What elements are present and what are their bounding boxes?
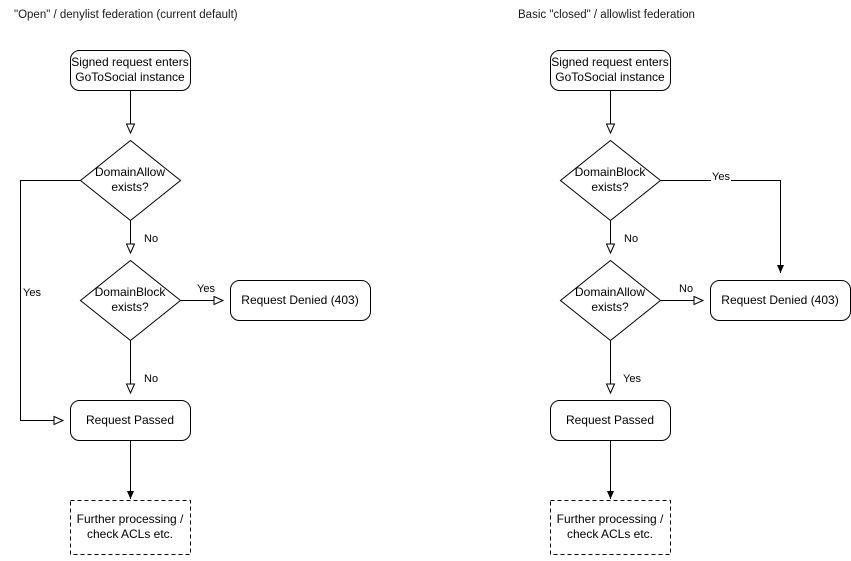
edge-label-block-no-right: No	[623, 233, 640, 246]
edge-block-yes-to-denied-right	[660, 180, 784, 273]
node-passed-left	[70, 400, 191, 441]
edge-label-allow-yes-right: Yes	[622, 373, 642, 386]
panel-title-open-denylist: "Open" / denylist federation (current de…	[14, 9, 238, 21]
edge-label-block-no-left: No	[143, 373, 160, 386]
node-denied-right	[710, 280, 851, 321]
edge-label-allow-no-left: No	[143, 233, 160, 246]
panel-title-closed-allowlist: Basic "closed" / allowlist federation	[518, 9, 695, 21]
node-further-left	[70, 500, 191, 555]
node-entry-left	[70, 50, 191, 91]
node-domainallow-left	[79, 139, 182, 222]
edge-label-block-yes-right: Yes	[711, 171, 731, 184]
node-domainblock-right	[559, 139, 662, 222]
node-passed-right	[550, 400, 671, 441]
panel-open-denylist	[20, 50, 371, 555]
edge-label-allow-no-right: No	[678, 283, 695, 296]
node-entry-right	[550, 50, 671, 91]
node-further-right	[550, 500, 671, 555]
panel-closed-allowlist	[550, 50, 851, 555]
node-domainblock-left	[79, 259, 182, 342]
node-domainallow-right	[559, 259, 662, 342]
edge-allow-yes-to-passed-left	[20, 180, 81, 426]
node-denied-left	[230, 280, 371, 321]
edge-label-block-yes-left: Yes	[196, 283, 216, 296]
edge-label-allow-yes-left: Yes	[22, 287, 42, 300]
